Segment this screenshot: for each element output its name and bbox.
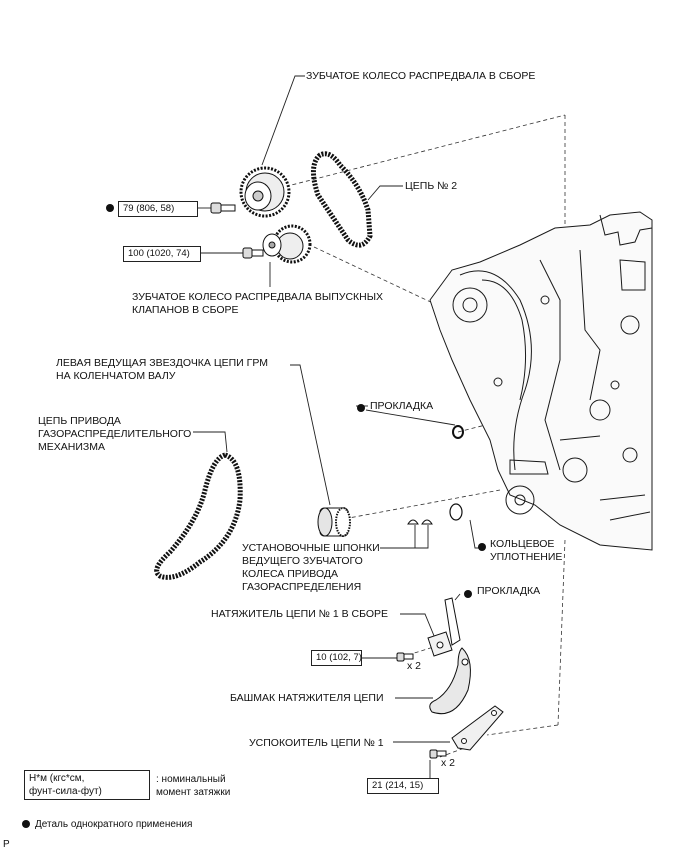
legend-onetime: Деталь однократного применения bbox=[22, 818, 192, 831]
bolt-10 bbox=[396, 652, 414, 662]
keys bbox=[407, 519, 433, 525]
bolt-21 bbox=[429, 749, 447, 759]
tensioner-gasket bbox=[444, 597, 461, 646]
crank-sprocket bbox=[317, 507, 351, 537]
one-time-marker-bolt79 bbox=[106, 204, 114, 212]
one-time-use-icon bbox=[22, 820, 30, 829]
label-keys-3: КОЛЕСА ПРИВОДА bbox=[242, 568, 339, 580]
label-gasket-1: ПРОКЛАДКА bbox=[370, 400, 434, 412]
one-time-marker-gasket2 bbox=[464, 590, 472, 598]
gasket-ring bbox=[452, 425, 464, 439]
label-x2-b: x 2 bbox=[441, 757, 456, 769]
label-timing-chain-1: ЦЕПЬ ПРИВОДА bbox=[38, 415, 121, 427]
label-exhaust-sprocket-1: ЗУБЧАТОЕ КОЛЕСО РАСПРЕДВАЛА ВЫПУСКНЫХ bbox=[132, 291, 384, 303]
one-time-marker-gasket1 bbox=[357, 404, 365, 412]
timing-chain bbox=[154, 452, 243, 580]
damper bbox=[451, 705, 504, 751]
legend-desc-1: : номинальный bbox=[156, 774, 226, 785]
torque-box-79: 79 (806, 58) bbox=[118, 201, 198, 217]
exhaust-sprocket bbox=[262, 224, 312, 264]
label-slipper: БАШМАК НАТЯЖИТЕЛЯ ЦЕПИ bbox=[230, 692, 384, 704]
one-time-marker-oring bbox=[478, 543, 486, 551]
label-exhaust-sprocket-2: КЛАПАНОВ В СБОРЕ bbox=[132, 304, 239, 316]
legend-unit-line2: фунт-сила-фут) bbox=[29, 786, 102, 797]
label-keys-2: ВЕДУЩЕГО ЗУБЧАТОГО bbox=[242, 555, 363, 567]
label-crank-sprocket-2: НА КОЛЕНЧАТОМ ВАЛУ bbox=[56, 370, 176, 382]
label-gasket-2: ПРОКЛАДКА bbox=[477, 585, 541, 597]
label-oring-1: КОЛЬЦЕВОЕ bbox=[490, 538, 555, 550]
legend-unit-line1: Н*м (кгс*см, bbox=[29, 773, 85, 784]
leader-lines bbox=[193, 75, 480, 787]
label-chain-no2: ЦЕПЬ № 2 bbox=[405, 180, 458, 192]
torque-box-100: 100 (1020, 74) bbox=[123, 246, 201, 262]
legend-onetime-text: Деталь однократного применения bbox=[35, 819, 193, 830]
o-ring bbox=[449, 503, 463, 521]
label-tensioner: НАТЯЖИТЕЛЬ ЦЕПИ № 1 В СБОРЕ bbox=[211, 608, 389, 620]
label-intake-sprocket: ЗУБЧАТОЕ КОЛЕСО РАСПРЕДВАЛА В СБОРЕ bbox=[306, 70, 536, 82]
intake-sprocket bbox=[239, 166, 291, 218]
label-keys-4: ГАЗОРАСПРЕДЕЛЕНИЯ bbox=[242, 581, 362, 593]
label-oring-2: УПЛОТНЕНИЕ bbox=[490, 551, 563, 563]
chain-no2 bbox=[311, 151, 373, 248]
torque-box-10: 10 (102, 7) bbox=[311, 650, 362, 666]
bolt-100 bbox=[242, 247, 264, 259]
corner-mark: P bbox=[3, 839, 10, 850]
bolt-79 bbox=[210, 202, 236, 214]
tensioner-body bbox=[427, 631, 453, 657]
engine-block bbox=[429, 211, 653, 551]
label-x2-a: x 2 bbox=[407, 660, 422, 672]
label-crank-sprocket-1: ЛЕВАЯ ВЕДУЩАЯ ЗВЕЗДОЧКА ЦЕПИ ГРМ bbox=[56, 357, 268, 369]
label-timing-chain-2: ГАЗОРАСПРЕДЕЛИТЕЛЬНОГО bbox=[38, 428, 192, 440]
torque-box-21: 21 (214, 15) bbox=[367, 778, 439, 794]
label-keys-1: УСТАНОВОЧНЫЕ ШПОНКИ bbox=[242, 542, 380, 554]
label-damper: УСПОКОИТЕЛЬ ЦЕПИ № 1 bbox=[249, 737, 384, 749]
label-timing-chain-3: МЕХАНИЗМА bbox=[38, 441, 105, 453]
legend-desc-2: момент затяжки bbox=[156, 787, 231, 798]
legend-unit-box: Н*м (кгс*см, фунт-сила-фут) bbox=[24, 770, 150, 800]
slipper bbox=[429, 647, 471, 715]
